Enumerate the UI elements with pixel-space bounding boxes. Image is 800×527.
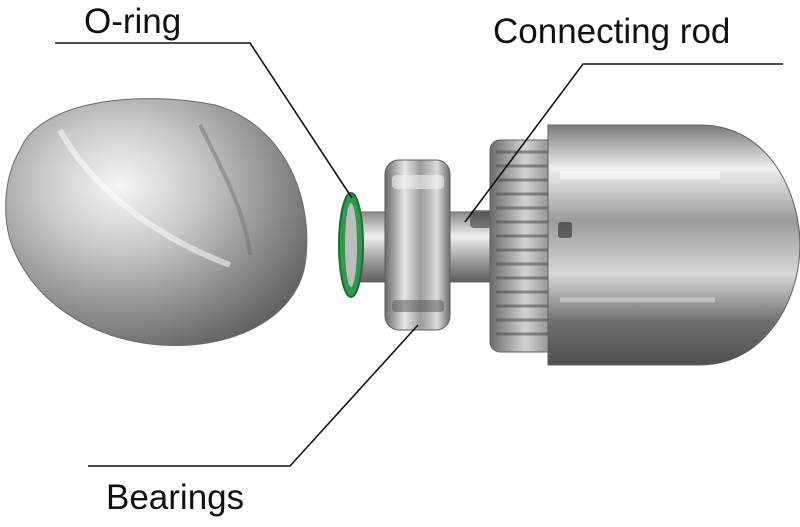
leader-line-bearings <box>88 324 419 467</box>
nozzle-body <box>547 124 800 366</box>
leader-lines <box>55 42 783 467</box>
o-ring <box>338 192 364 298</box>
o-ring-label: O-ring <box>84 2 182 41</box>
threaded-section <box>489 139 561 353</box>
bearings-label: Bearings <box>106 478 245 517</box>
nozzle-cap <box>5 98 308 347</box>
connecting-rod-label: Connecting rod <box>493 12 731 51</box>
bearing-ring <box>384 159 451 331</box>
leader-line-connecting-rod <box>464 63 783 223</box>
leader-line-o-ring <box>55 42 353 199</box>
